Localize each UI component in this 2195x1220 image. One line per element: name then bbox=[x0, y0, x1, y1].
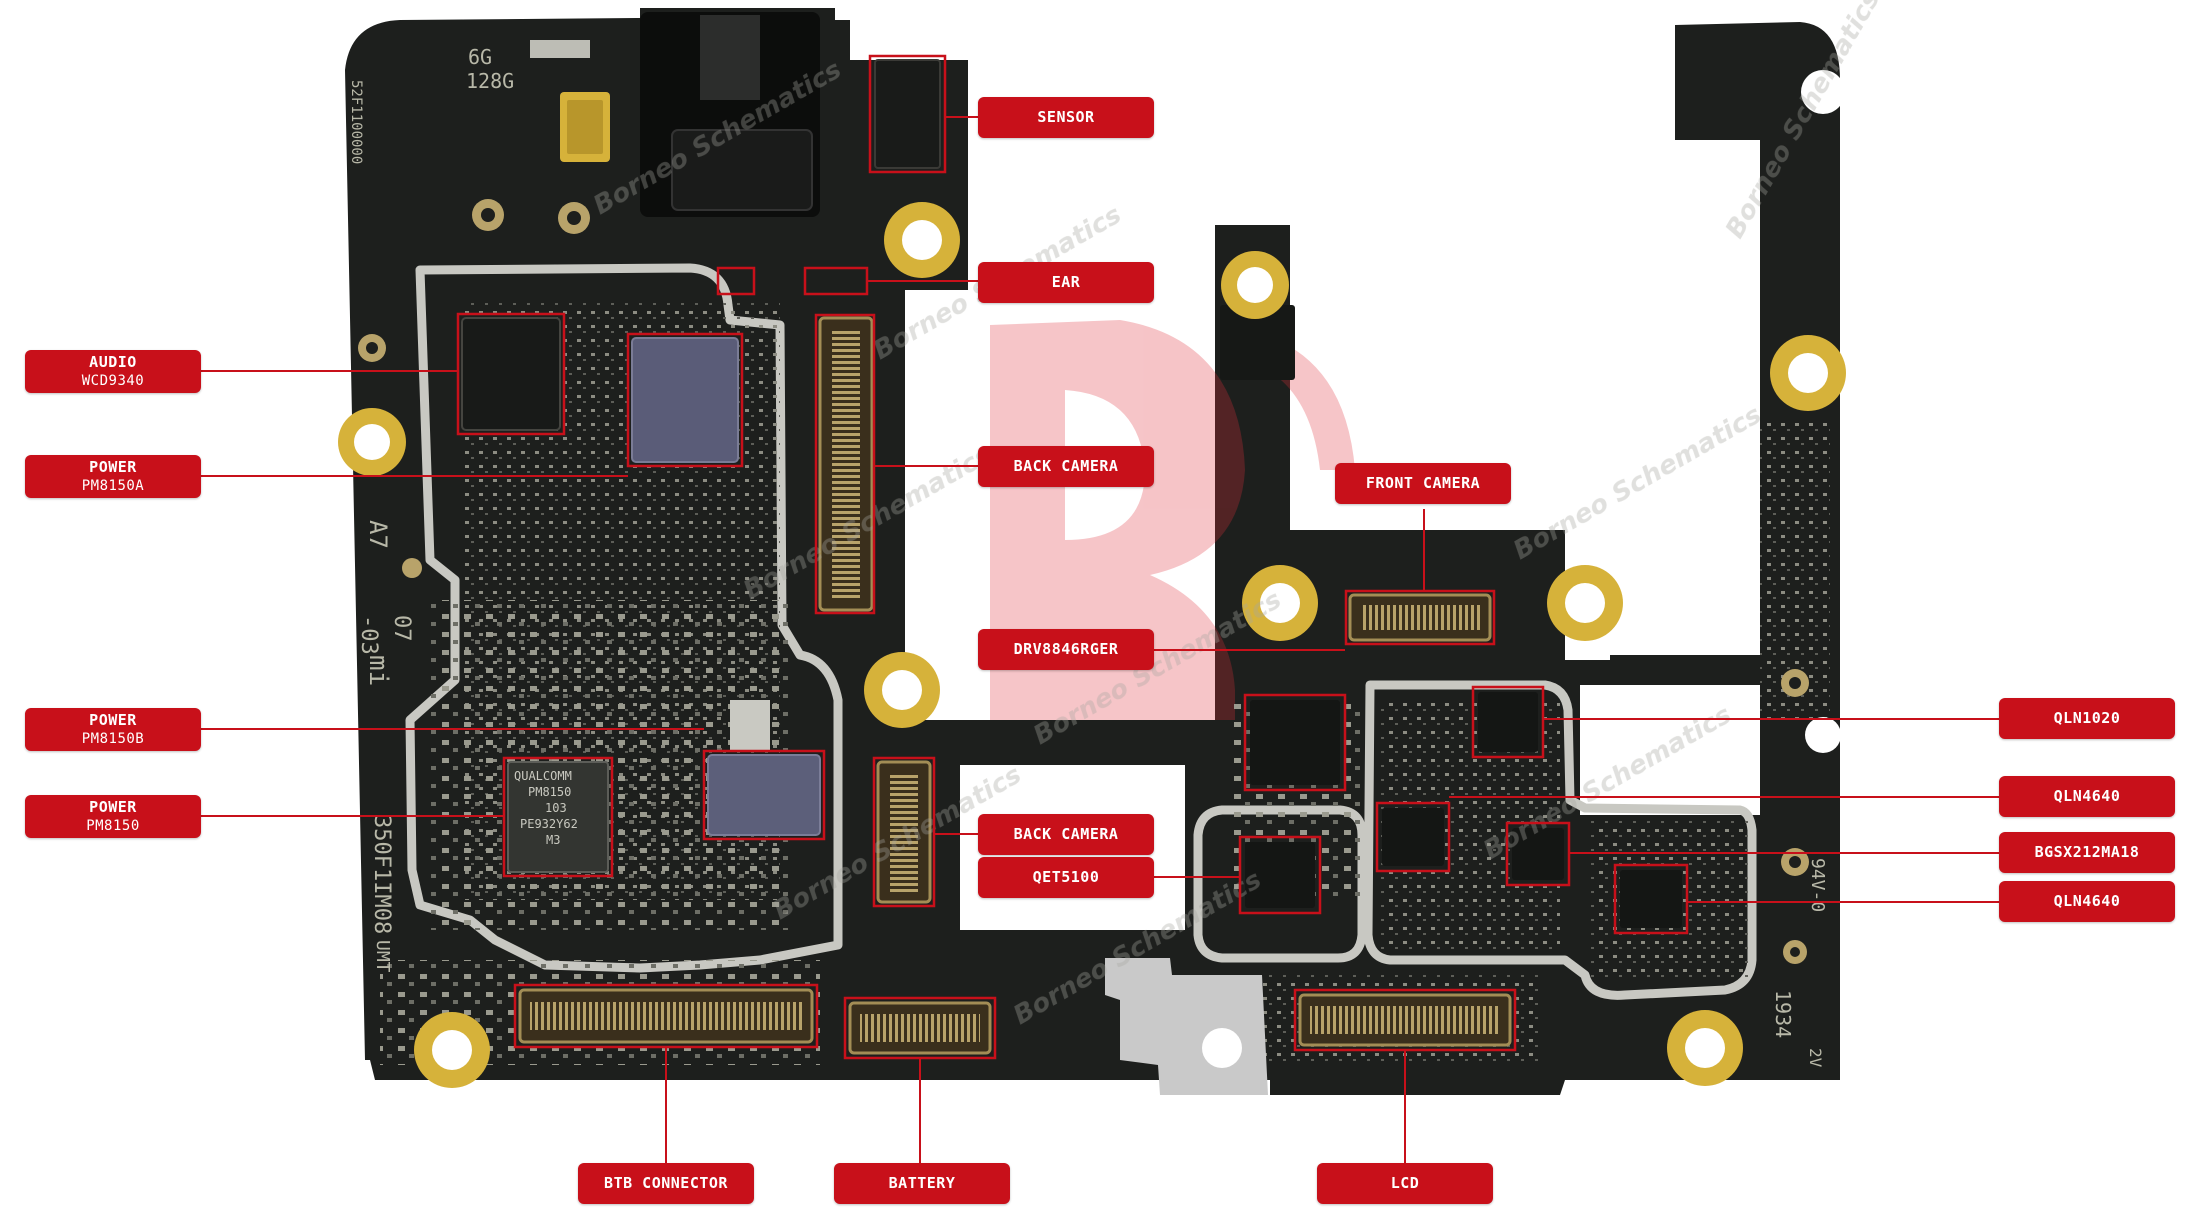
label-lcd: LCD bbox=[1317, 1163, 1493, 1204]
ic-pm8150a bbox=[631, 337, 739, 463]
label-audio-title: AUDIO bbox=[89, 352, 137, 371]
silk-year: 1934 bbox=[1771, 990, 1795, 1038]
ic-qln4640a bbox=[1382, 808, 1444, 866]
silk-2v: 2V bbox=[1806, 1048, 1825, 1068]
silk-128g: 128G bbox=[466, 69, 514, 93]
silk-03: -03 bbox=[356, 615, 381, 655]
ic-qln1020 bbox=[1478, 692, 1538, 752]
ic-pm8150b bbox=[707, 754, 821, 836]
ic-pm8150 bbox=[507, 761, 609, 873]
silk-sidecode: 52F1100000 bbox=[348, 80, 364, 164]
label-btb-text: BTB CONNECTOR bbox=[604, 1174, 728, 1192]
label-qet5100: QET5100 bbox=[978, 857, 1154, 898]
audio-jack bbox=[640, 12, 820, 217]
ic-sensor bbox=[874, 59, 941, 169]
label-btb-connector: BTB CONNECTOR bbox=[578, 1163, 754, 1204]
silk-brand: mi bbox=[363, 655, 393, 686]
label-drv: DRV8846RGER bbox=[978, 629, 1154, 670]
silk-94v: 94V-0 bbox=[1807, 858, 1828, 912]
label-qln1020-text: QLN1020 bbox=[2053, 709, 2121, 727]
label-qln4640-a-text: QLN4640 bbox=[2053, 787, 2121, 805]
label-lcd-text: LCD bbox=[1390, 1174, 1420, 1192]
label-qln1020: QLN1020 bbox=[1999, 698, 2175, 739]
silk-partno: 350F1IM08 bbox=[369, 815, 394, 934]
silk-umt: UMT bbox=[372, 940, 393, 973]
label-bgsx: BGSX212MA18 bbox=[1999, 832, 2175, 873]
label-qet5100-text: QET5100 bbox=[1032, 868, 1100, 886]
label-bgsx-text: BGSX212MA18 bbox=[2034, 843, 2140, 861]
label-qln4640-b-text: QLN4640 bbox=[2053, 892, 2121, 910]
silk-6g: 6G bbox=[468, 45, 492, 69]
label-audio-chip: WCD9340 bbox=[81, 372, 145, 389]
label-qln4640-b: QLN4640 bbox=[1999, 881, 2175, 922]
label-sensor-text: SENSOR bbox=[1037, 108, 1095, 126]
pmic-line3: 103 bbox=[545, 801, 567, 815]
pmic-line5: M3 bbox=[546, 833, 560, 847]
silk-a7: A7 bbox=[364, 520, 392, 549]
label-power-b-chip: PM8150B bbox=[81, 730, 145, 747]
screw-holes bbox=[338, 70, 1846, 1088]
silkscreen-text: 6G 128G A7 07 -03 mi 350F1IM08 UMT 52F11… bbox=[348, 45, 1828, 1068]
pmic-line4: PE932Y62 bbox=[520, 817, 578, 831]
label-battery-text: BATTERY bbox=[888, 1174, 956, 1192]
connectors bbox=[518, 316, 1512, 1055]
silk-07: 07 bbox=[389, 615, 414, 642]
label-back-camera-top-text: BACK CAMERA bbox=[1013, 457, 1119, 475]
label-back-camera-bottom-text: BACK CAMERA bbox=[1013, 825, 1119, 843]
label-back-camera-top: BACK CAMERA bbox=[978, 446, 1154, 487]
label-front-camera-text: FRONT CAMERA bbox=[1365, 474, 1481, 492]
cutout-right bbox=[1580, 685, 1760, 815]
label-power-c-chip: PM8150 bbox=[86, 817, 140, 834]
ic-qln4640b bbox=[1620, 870, 1682, 928]
label-sensor: SENSOR bbox=[978, 97, 1154, 138]
ic-wcd9340 bbox=[461, 317, 561, 431]
ics bbox=[461, 59, 1682, 928]
coax-connectors bbox=[358, 199, 1809, 964]
label-back-camera-bottom: BACK CAMERA bbox=[978, 814, 1154, 855]
label-ear-text: EAR bbox=[1051, 273, 1081, 291]
label-power-c-title: POWER bbox=[89, 797, 137, 816]
label-power-b-title: POWER bbox=[89, 710, 137, 729]
leader-lines bbox=[200, 116, 2000, 1166]
ic-bgsx bbox=[1512, 828, 1564, 880]
pmic-line1: QUALCOMM bbox=[514, 769, 572, 783]
label-power-a-title: POWER bbox=[89, 457, 137, 476]
ic-qet5100 bbox=[1245, 842, 1315, 908]
label-battery: BATTERY bbox=[834, 1163, 1010, 1204]
label-power-a-chip: PM8150A bbox=[81, 477, 145, 494]
watermark-text-5: Borneo Schematics bbox=[1509, 400, 1767, 566]
highlight-boxes bbox=[456, 54, 1689, 1060]
ic-drv bbox=[1250, 700, 1340, 785]
pmic-line2: PM8150 bbox=[528, 785, 571, 799]
label-qln4640-a: QLN4640 bbox=[1999, 776, 2175, 817]
label-drv-text: DRV8846RGER bbox=[1013, 640, 1119, 658]
label-ear: EAR bbox=[978, 262, 1154, 303]
label-front-camera: FRONT CAMERA bbox=[1335, 463, 1511, 504]
